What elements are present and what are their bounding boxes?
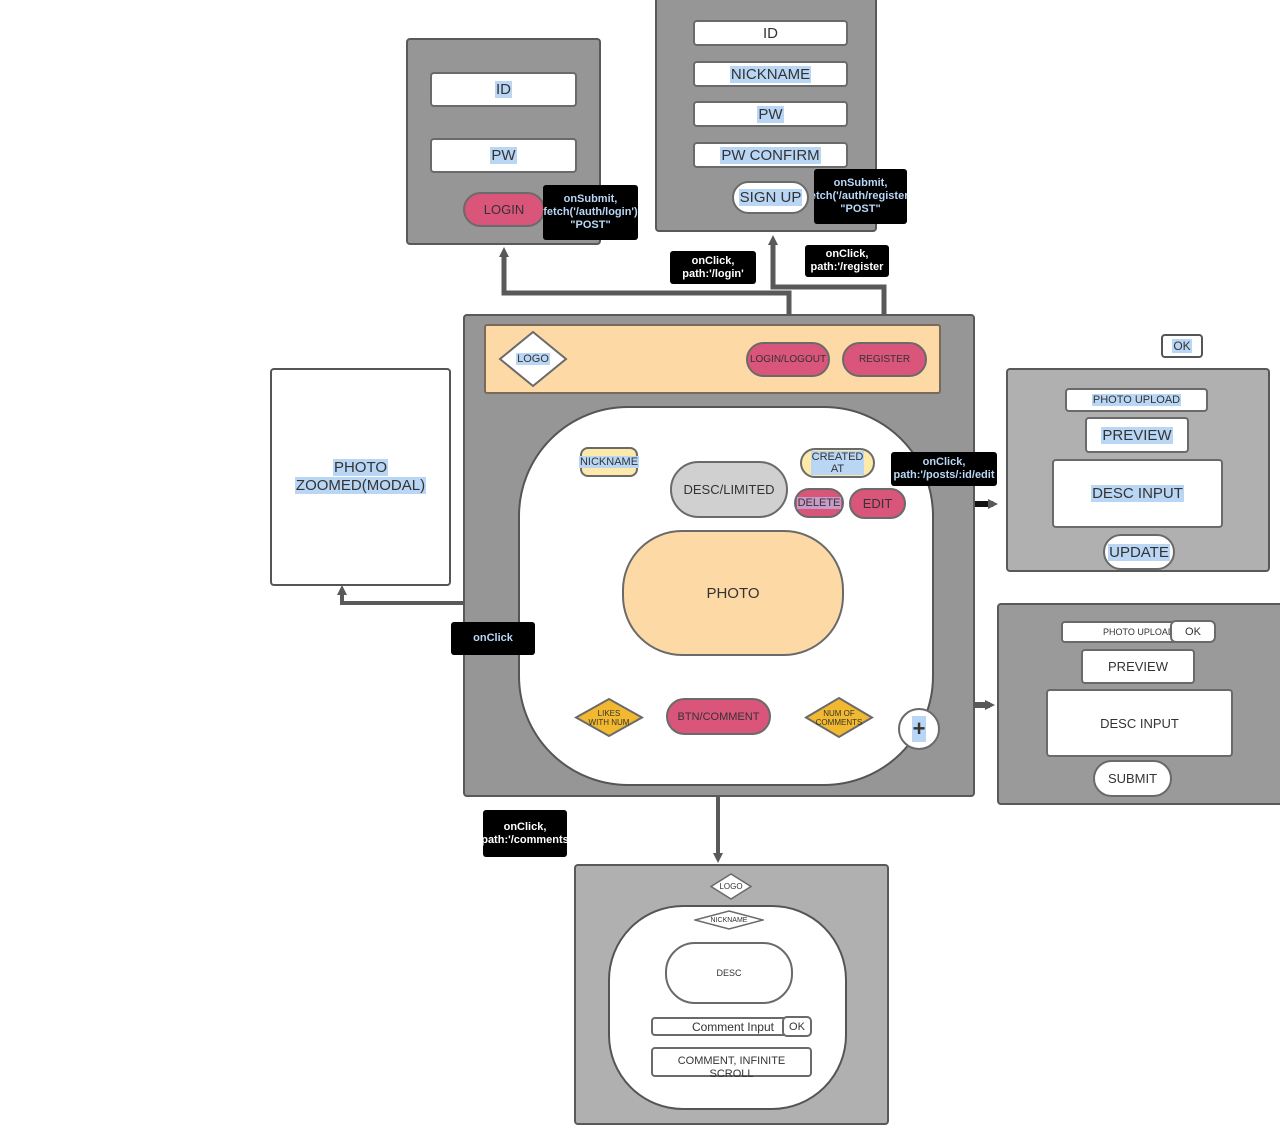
edit-preview: PREVIEW [1085,417,1189,453]
note-register-submit: onSubmit,fetch('/auth/register')"POST" [814,169,907,224]
ok-button-top[interactable]: OK [1161,334,1203,358]
signup-pw-field[interactable]: PW [693,101,848,127]
login-logout-button[interactable]: LOGIN/LOGOUT [746,342,830,377]
comments-desc: DESC [665,942,793,1004]
note-login-click: onClick,path:'/login' [670,251,756,284]
signup-id-field[interactable]: ID [693,20,848,46]
new-preview: PREVIEW [1081,649,1195,684]
logo-diamond: LOGO [498,330,568,388]
desc-limited: DESC/LIMITED [670,461,788,518]
comment-button[interactable]: BTN/COMMENT [666,698,771,735]
signup-button[interactable]: SIGN UP [732,181,809,214]
note-register-click: onClick,path:'/register [805,245,889,277]
delete-button[interactable]: DELETE [794,488,844,518]
comment-ok-button[interactable]: OK [782,1016,812,1037]
edit-photo-upload[interactable]: PHOTO UPLOAD [1065,388,1208,412]
login-pw-field[interactable]: PW [430,138,577,173]
comments-logo-diamond: LOGO [710,873,752,900]
signup-pw-confirm-field[interactable]: PW CONFIRM [693,142,848,168]
new-ok-button[interactable]: OK [1170,620,1216,643]
new-desc-input[interactable]: DESC INPUT [1046,689,1233,757]
note-photo-click: onClick [451,622,535,655]
login-button[interactable]: LOGIN [463,192,545,227]
plus-icon: + [911,716,927,742]
note-login-submit: onSubmit,fetch('/auth/login')"POST" [543,185,638,240]
comment-input[interactable]: Comment Input [651,1017,791,1036]
edit-button[interactable]: EDIT [849,488,906,519]
register-button[interactable]: REGISTER [842,342,927,377]
nickname-badge: NICKNAME [578,447,640,477]
comments-nickname-diamond: NICKNAME [694,910,764,930]
note-comments-click: onClick,path:'/comments [483,810,567,857]
photo[interactable]: PHOTO [622,530,844,656]
signup-nickname-field[interactable]: NICKNAME [693,61,848,87]
update-button[interactable]: UPDATE [1103,534,1175,570]
note-edit-click: onClick,path:'/posts/:id/edit [891,452,997,486]
add-post-button[interactable]: + [898,708,940,750]
login-id-field[interactable]: ID [430,72,577,107]
submit-button[interactable]: SUBMIT [1093,760,1172,797]
edit-desc-input[interactable]: DESC INPUT [1052,459,1223,528]
